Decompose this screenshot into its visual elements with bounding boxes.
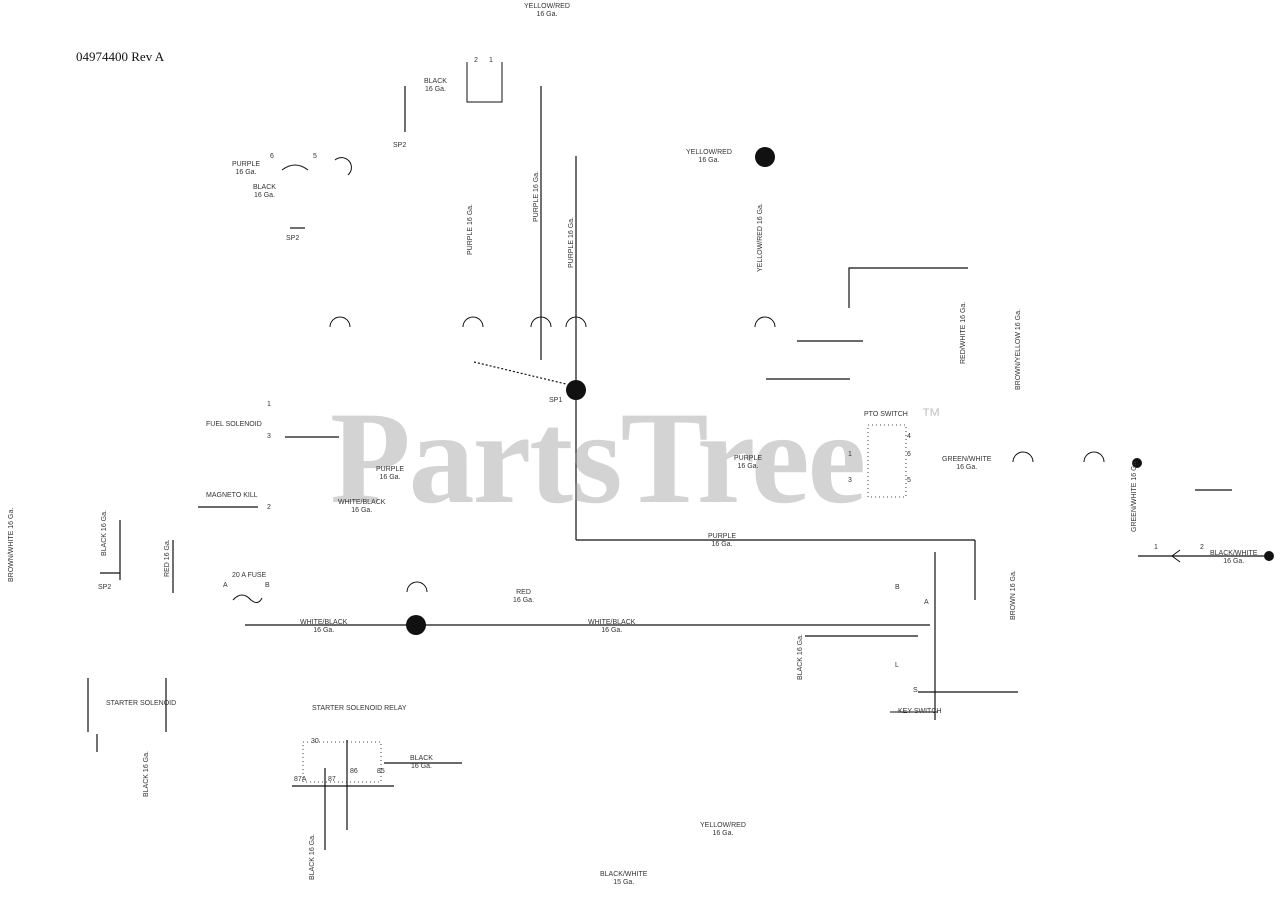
splice-dot-pto-diode: [1264, 551, 1274, 561]
label-pin-aux-5: 5: [313, 153, 317, 160]
splice-dot-pto-clutch: [1132, 458, 1142, 468]
pto-switch-box: [867, 424, 907, 498]
label-pin-hour-1: 1: [489, 57, 493, 64]
label-pin-pto-diode-1: 1: [1154, 544, 1158, 551]
watermark: PartsTree: [330, 384, 866, 531]
connector-arc-5: [754, 316, 776, 328]
label-magneto: MAGNETO KILL: [206, 492, 258, 499]
label-sp2-aux: SP2: [286, 235, 300, 242]
label-black-starter: BLACK 16 Ga.: [143, 751, 150, 797]
label-red-white: RED/WHITE 16 Ga.: [960, 301, 967, 364]
document-revision: 04974400 Rev A: [76, 49, 165, 64]
wire-brake-switch-feed: [848, 267, 968, 308]
label-starter-solenoid: STARTER SOLENOID: [106, 700, 177, 707]
connector-arc-7: [1012, 451, 1034, 463]
fuse-symbol: [232, 594, 263, 604]
connector-arc-1: [329, 316, 351, 328]
label-pin-key-s: S: [913, 687, 918, 694]
label-sp2-top: SP2: [393, 142, 407, 149]
label-pin-mag-2: 2: [267, 504, 271, 511]
connector-arc-4: [565, 316, 587, 328]
aux-switch-symbol: [281, 164, 309, 171]
label-relay-pin-30: 30: [311, 738, 319, 745]
label-pin-key-a: A: [924, 599, 929, 606]
label-fuse-a: A: [223, 582, 228, 589]
label-purple-v2: PURPLE 16 Ga.: [533, 171, 540, 222]
label-pin-pto-6: 6: [907, 451, 911, 458]
label-pto-switch: PTO SWITCH: [864, 411, 908, 418]
wire-sp1-dotted: [473, 361, 567, 385]
label-pin-pto-3: 3: [848, 477, 852, 484]
label-brown-yellow: BROWN/YELLOW 16 Ga.: [1015, 309, 1022, 390]
label-pin-key-l: L: [895, 662, 899, 669]
label-fuse: 20 A FUSE: [232, 572, 267, 579]
label-relay-pin-87a: 87A: [294, 776, 307, 783]
aux-connector-arc: [334, 157, 352, 176]
label-yellow-red-v: YELLOW/RED 16 Ga.: [757, 203, 764, 272]
label-starter-relay: STARTER SOLENOID RELAY: [312, 705, 407, 712]
label-pin-fuel-3: 3: [267, 433, 271, 440]
pto-diode-symbol: [1171, 549, 1181, 563]
connector-arc-2: [462, 316, 484, 328]
label-key-switch: KEY SWITCH: [898, 708, 942, 715]
relay-box: [302, 741, 382, 783]
label-pin-pto-5: 5: [907, 477, 911, 484]
label-relay-pin-87: 87: [328, 776, 336, 783]
label-relay-pin-85: 85: [377, 768, 385, 775]
label-black-key: BLACK 16 Ga.: [797, 634, 804, 680]
label-sp2-left: SP2: [98, 584, 112, 591]
label-pin-key-b: B: [895, 584, 900, 591]
label-pin-aux-6: 6: [270, 153, 274, 160]
label-pin-hour-2: 2: [474, 57, 478, 64]
label-fuse-b: B: [265, 582, 270, 589]
connector-arc-8: [1083, 451, 1105, 463]
splice-dot-seat: [755, 147, 775, 167]
splice-dot-sp1: [566, 380, 586, 400]
label-pin-pto-4: 4: [907, 433, 911, 440]
label-brown: BROWN 16 Ga.: [1010, 570, 1017, 620]
label-brown-white: BROWN/WHITE 16 Ga.: [8, 507, 15, 582]
label-purple-v1: PURPLE 16 Ga.: [467, 204, 474, 255]
connector-arc-6: [406, 581, 428, 593]
connector-arc-3: [530, 316, 552, 328]
label-fuel-solenoid: FUEL SOLENOID: [206, 421, 262, 428]
watermark-trademark: ™: [921, 405, 941, 427]
label-black-bottom: BLACK 16 Ga.: [309, 834, 316, 880]
label-black-left: BLACK 16 Ga.: [101, 510, 108, 556]
label-green-white-v: GREEN/WHITE 16 Ga.: [1131, 459, 1138, 532]
splice-dot-white-black: [406, 615, 426, 635]
label-pin-pto-diode-2: 2: [1200, 544, 1204, 551]
label-red-left: RED 16 Ga.: [164, 539, 171, 577]
label-pin-pto-1: 1: [848, 451, 852, 458]
label-pin-1-top: 1: [267, 401, 271, 408]
hour-meter-bracket: [466, 62, 503, 103]
label-sp1: SP1: [549, 397, 563, 404]
label-purple-v3: PURPLE 16 Ga.: [568, 217, 575, 268]
label-relay-pin-86: 86: [350, 768, 358, 775]
